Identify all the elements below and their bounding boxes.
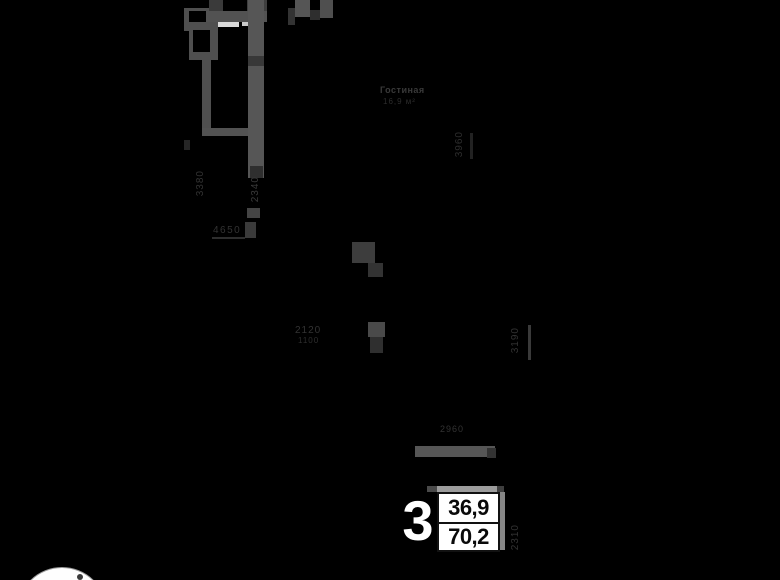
wall-segment — [310, 10, 320, 20]
dimension-label: 3380 — [195, 170, 206, 197]
dimension-label: 1100 — [298, 336, 320, 345]
balcony-railing-cap — [487, 448, 496, 458]
wall-segment — [184, 140, 190, 150]
wall-segment — [202, 128, 256, 136]
door-opening — [248, 56, 264, 66]
dimension-label: 3960 — [454, 131, 465, 158]
window-line — [218, 22, 239, 27]
wall-segment — [245, 222, 256, 238]
badge-top-bar-cap — [497, 486, 504, 493]
wall-segment — [370, 337, 383, 353]
dimension-label: 2340 — [250, 176, 261, 203]
wall-segment — [352, 242, 375, 263]
wall-segment — [368, 263, 383, 277]
apartment-info-badge: 36,9 70,2 — [437, 492, 500, 552]
wall-segment — [202, 60, 211, 136]
shaft-opening — [193, 30, 210, 52]
logo-circle — [17, 567, 107, 580]
room-area-label: 16,9 м² — [383, 97, 416, 106]
living-area-value: 36,9 — [448, 495, 489, 520]
room-label: Гостиная — [380, 85, 425, 95]
wall-segment — [247, 208, 260, 218]
badge-top-bar-dark — [427, 486, 437, 492]
badge-top-bar — [437, 486, 499, 492]
total-area-value: 70,2 — [439, 522, 498, 550]
wall-segment — [320, 0, 333, 18]
wall-segment — [288, 8, 295, 25]
dimension-line — [212, 237, 245, 239]
dimension-line — [470, 133, 473, 159]
dimension-label: 2120 — [295, 325, 322, 336]
logo-dot — [77, 574, 83, 580]
dimension-label: 4650 — [213, 225, 242, 236]
wall-segment — [368, 322, 385, 337]
dimension-label: 2960 — [440, 424, 465, 434]
dimension-label: 2310 — [510, 524, 521, 551]
room-count: 3 — [402, 489, 434, 552]
balcony-railing — [415, 446, 495, 457]
wall-segment — [206, 11, 267, 22]
wall-segment — [528, 325, 531, 360]
wall-segment — [209, 0, 223, 11]
wall-segment — [189, 22, 218, 60]
wall-segment — [248, 0, 264, 178]
dimension-label: 3190 — [510, 327, 521, 354]
wall-segment — [250, 166, 263, 178]
badge-side-bar — [500, 492, 505, 550]
wall-segment — [295, 0, 310, 17]
